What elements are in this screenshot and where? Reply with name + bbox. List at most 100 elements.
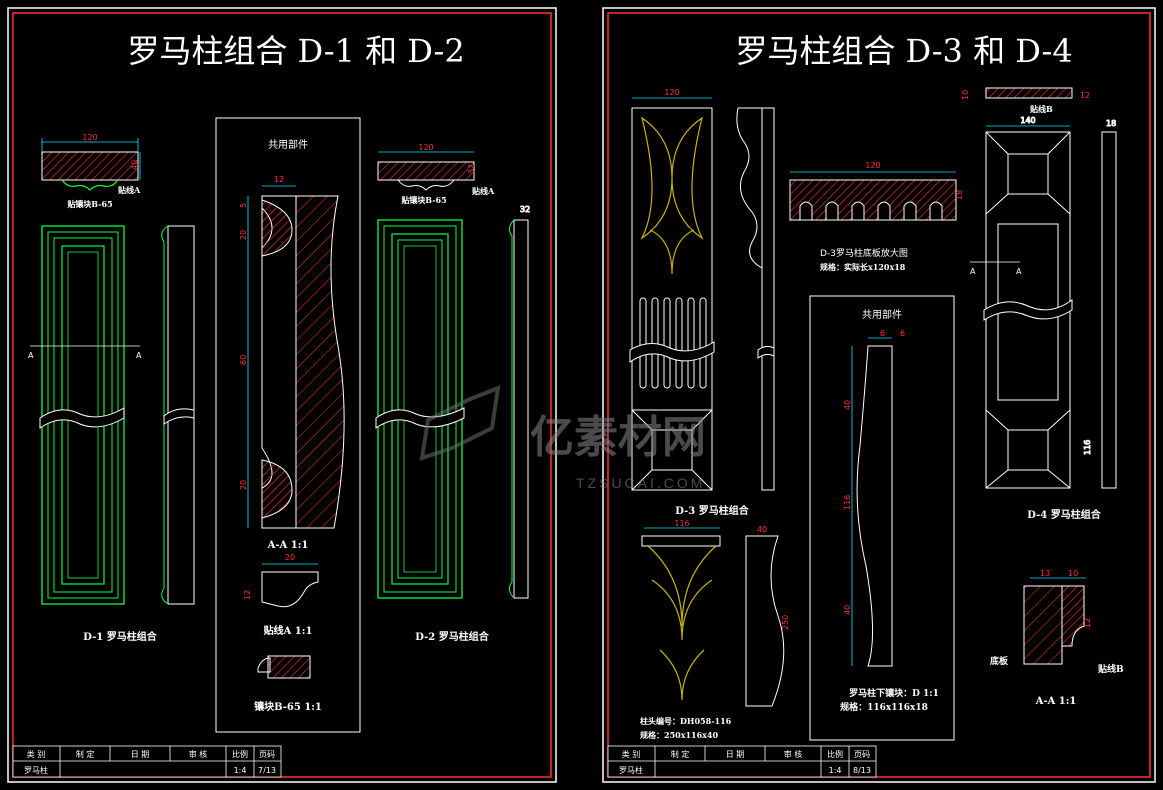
watermark: 亿素材网 TZSUCAI.COM — [419, 384, 706, 491]
d3-base-spec: 规格：实际长x120x18 — [820, 262, 906, 272]
right-frame-inner — [607, 12, 1151, 778]
svg-text:贴镶块B-65: 贴镶块B-65 — [401, 195, 446, 205]
left-frame-inner — [12, 12, 552, 778]
left-sheet: 罗马柱组合 D-1 和 D-2 120 40 贴镶块B-65 贴线A — [7, 7, 557, 783]
svg-text:116: 116 — [1083, 440, 1092, 455]
svg-text:日 期: 日 期 — [131, 750, 150, 759]
svg-text:A: A — [1016, 267, 1022, 276]
svg-text:贴线A: 贴线A — [472, 186, 495, 196]
common-parts-heading-right: 共用部件 — [862, 308, 902, 321]
d3-side-view — [736, 107, 775, 491]
right-title: 罗马柱组合 D-3 和 D-4 — [735, 32, 1072, 70]
section-aa-right: 13 10 12 底板 贴线B — [990, 569, 1124, 675]
molding-b65-caption: 镶块B-65 1:1 — [254, 700, 322, 713]
left-title: 罗马柱组合 D-1 和 D-2 — [127, 32, 464, 70]
svg-text:类 别: 类 别 — [622, 749, 641, 759]
svg-text:18: 18 — [1106, 119, 1116, 128]
svg-text:6: 6 — [900, 329, 905, 338]
svg-text:120: 120 — [664, 88, 679, 97]
svg-text:120: 120 — [865, 161, 880, 170]
svg-text:1:4: 1:4 — [829, 766, 842, 775]
dim-d1-width: 120 — [82, 133, 97, 142]
lower-block-d: 6 6 40 116 40 — [843, 329, 905, 667]
d1-side-view — [161, 225, 195, 605]
svg-text:32: 32 — [467, 164, 476, 174]
d1-caption: D-1 罗马柱组合 — [83, 630, 157, 643]
d2-front-view — [375, 219, 465, 599]
watermark-url: TZSUCAI.COM — [576, 475, 705, 491]
svg-text:20: 20 — [239, 230, 248, 240]
d4-top-molding: 10 12 贴线B — [961, 87, 1090, 114]
d1-tag-a: 贴线A — [118, 185, 141, 195]
svg-text:12: 12 — [1083, 618, 1092, 628]
d3-base-caption: D-3罗马柱底板放大图 — [820, 247, 908, 259]
svg-text:116: 116 — [843, 495, 852, 510]
svg-text:5: 5 — [239, 203, 248, 208]
svg-text:12: 12 — [1080, 91, 1090, 100]
left-frame-outer — [7, 7, 557, 783]
d1-cap: 120 40 贴镶块B-65 贴线A — [41, 133, 141, 209]
d4-caption: D-4 罗马柱组合 — [1027, 508, 1101, 521]
svg-text:A: A — [28, 351, 34, 360]
svg-text:10: 10 — [961, 90, 970, 100]
svg-text:12: 12 — [274, 175, 284, 184]
svg-text:审 核: 审 核 — [784, 749, 803, 759]
section-mark-right: A A — [970, 261, 1022, 276]
bottom-panel-label: 底板 — [990, 655, 1009, 667]
svg-text:制 定: 制 定 — [671, 749, 690, 759]
svg-text:40: 40 — [843, 605, 852, 615]
section-mark-left: A A — [28, 345, 142, 360]
d4-side-view: 18 116 — [1083, 119, 1117, 489]
d1-tag-b65: 贴镶块B-65 — [67, 199, 112, 209]
right-frame-outer — [602, 7, 1156, 783]
capital-spec: 规格：250x116x40 — [640, 730, 719, 740]
d2-caption: D-2 罗马柱组合 — [415, 630, 489, 643]
d2-cap: 120 32 贴镶块B-65 贴线A — [377, 143, 495, 205]
svg-text:罗马柱: 罗马柱 — [24, 765, 48, 775]
svg-text:116: 116 — [674, 519, 689, 528]
svg-text:20: 20 — [285, 553, 295, 562]
svg-text:32: 32 — [520, 205, 530, 214]
common-parts-panel-right — [809, 295, 955, 741]
d1-front-view — [39, 225, 125, 605]
svg-text:贴线B: 贴线B — [1030, 104, 1053, 114]
d3-base-enlarged: 120 18 — [789, 161, 964, 221]
lower-block-spec: 规格：116x116x18 — [840, 701, 928, 713]
svg-text:页码: 页码 — [259, 750, 275, 759]
dim-d1-height: 40 — [130, 160, 139, 170]
common-parts-heading: 共用部件 — [268, 138, 308, 151]
watermark-logo-icon — [419, 384, 501, 461]
section-aa-caption: A-A 1:1 — [267, 540, 309, 551]
molding-b65-profile — [257, 655, 311, 679]
svg-text:8/13: 8/13 — [853, 766, 871, 775]
svg-text:120: 120 — [418, 143, 433, 152]
svg-text:20: 20 — [239, 480, 248, 490]
watermark-brand: 亿素材网 — [530, 413, 706, 462]
molding-a-caption: 贴线A 1:1 — [263, 624, 313, 637]
common-parts-panel — [215, 117, 361, 733]
d3-front-view: 120 — [629, 88, 715, 491]
svg-text:日 期: 日 期 — [726, 750, 745, 759]
svg-text:比例: 比例 — [827, 749, 843, 759]
molding-a-profile: 20 12 — [243, 553, 319, 608]
svg-text:250: 250 — [781, 615, 790, 630]
right-sheet: 罗马柱组合 D-3 和 D-4 120 D-3 罗马柱组合 — [602, 7, 1156, 783]
svg-text:40: 40 — [843, 400, 852, 410]
d4-front-view: 140 — [983, 116, 1073, 489]
svg-text:1:4: 1:4 — [234, 766, 247, 775]
svg-text:A: A — [136, 351, 142, 360]
svg-text:10: 10 — [1068, 569, 1078, 578]
section-aa-right-caption: A-A 1:1 — [1035, 696, 1077, 707]
svg-text:12: 12 — [243, 590, 252, 600]
svg-text:制 定: 制 定 — [76, 749, 95, 759]
capital-number: 柱头编号：DH058-116 — [640, 716, 732, 726]
svg-text:18: 18 — [955, 190, 964, 200]
svg-text:60: 60 — [239, 355, 248, 365]
svg-text:13: 13 — [1040, 569, 1050, 578]
svg-text:审 核: 审 核 — [189, 749, 208, 759]
svg-text:6: 6 — [880, 329, 885, 338]
svg-text:A: A — [970, 267, 976, 276]
svg-text:7/13: 7/13 — [258, 766, 276, 775]
section-aa-profile: 12 20 60 20 5 — [239, 175, 345, 529]
